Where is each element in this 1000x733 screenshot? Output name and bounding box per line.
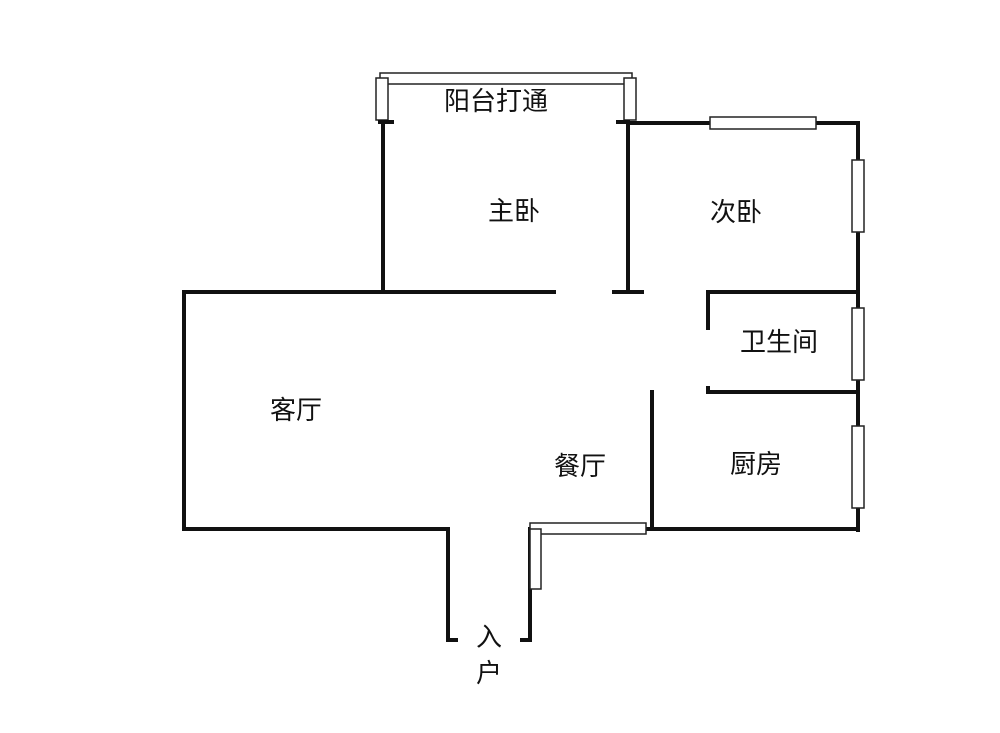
entrance-label-char-2: 户 [475, 659, 502, 689]
entrance-label: 入 户 [474, 620, 504, 692]
second-bedroom-top-window [709, 116, 817, 130]
dining-room-label: 餐厅 [554, 452, 607, 482]
entrance-vertical-window [529, 528, 542, 590]
second-bedroom-side-window [851, 159, 865, 233]
windows [529, 116, 865, 590]
balcony-window [375, 72, 637, 121]
balcony-label: 阳台打通 [444, 87, 549, 117]
kitchen-walls [650, 390, 860, 531]
kitchen-label: 厨房 [730, 450, 783, 480]
master-bedroom-label: 主卧 [488, 197, 541, 227]
bathroom-label: 卫生间 [740, 328, 819, 358]
kitchen-window [851, 425, 865, 509]
entrance-side-window [529, 522, 647, 535]
entrance-label-char-1: 入 [475, 623, 502, 653]
bathroom-window [851, 307, 865, 381]
bathroom-walls [706, 290, 860, 394]
master-bedroom-walls [378, 120, 644, 294]
second-bedroom-label: 次卧 [710, 198, 763, 228]
living-room-label: 客厅 [270, 396, 323, 426]
living-room-walls [182, 290, 556, 531]
